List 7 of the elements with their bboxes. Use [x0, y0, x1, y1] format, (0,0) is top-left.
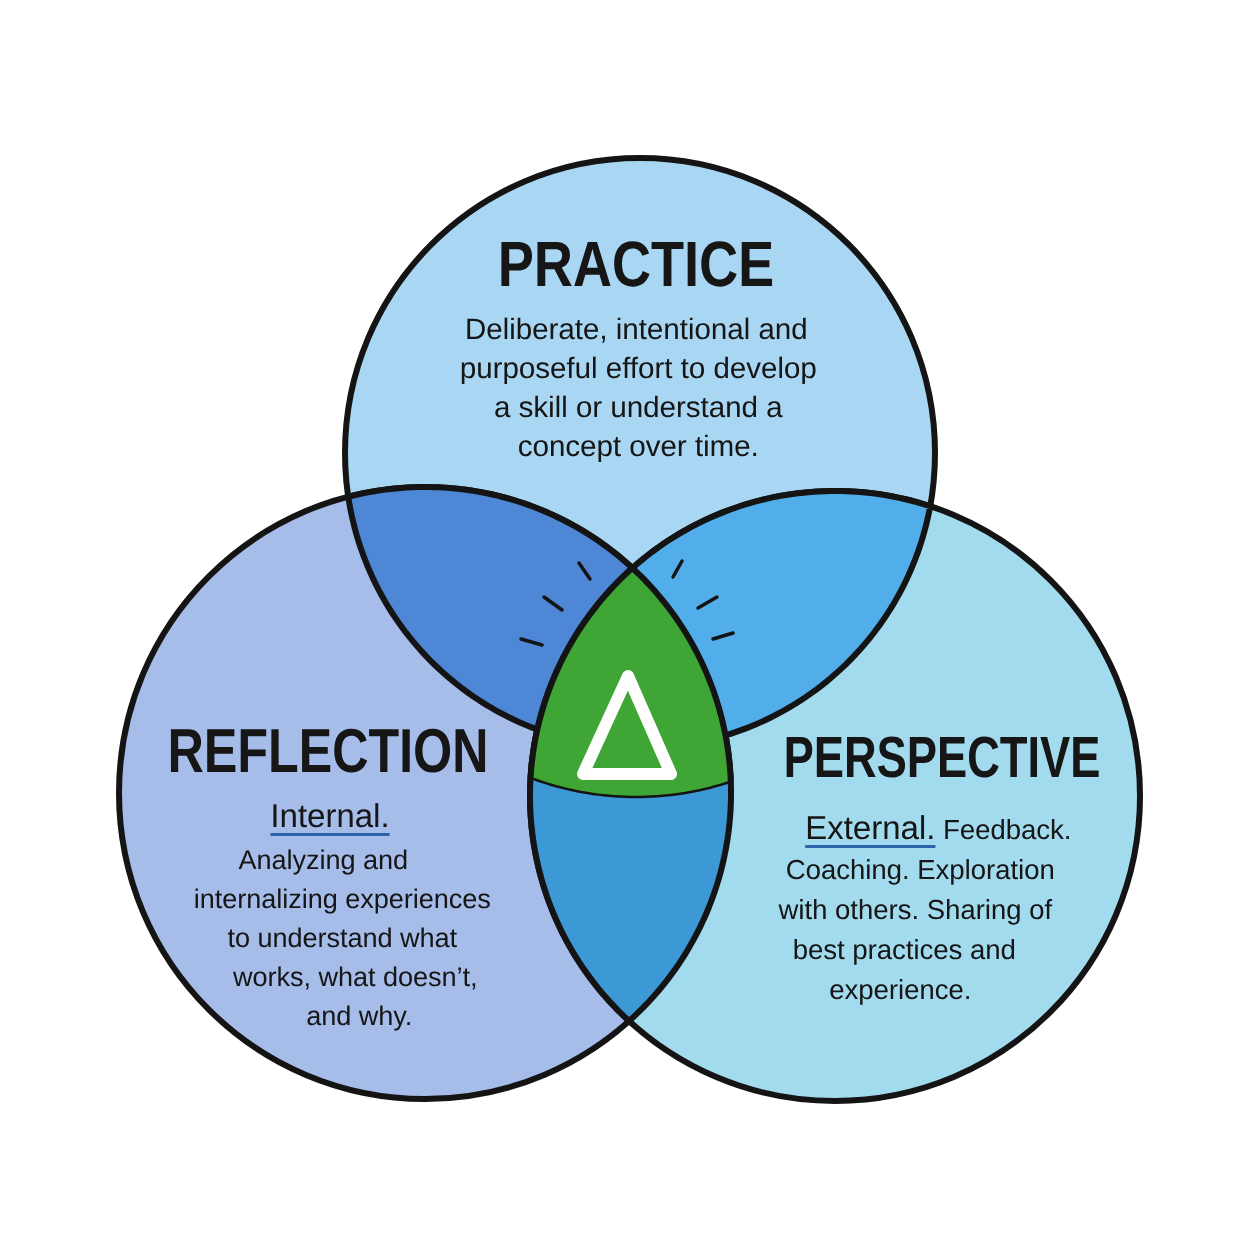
heading: PERSPECTIVE	[786, 736, 1099, 778]
underlined-word: Internal.	[270, 803, 390, 836]
heading: PRACTICE	[501, 241, 773, 287]
description-text: Deliberate, intentional and purposeful effort to develop a skill or understand a concept over time.	[461, 317, 816, 463]
heading: REFLECTION	[170, 728, 486, 773]
description-text: External. Feedback. Coaching. Exploration with others. Sharing of best practices and experience.	[778, 815, 1069, 1005]
description-text: Analyzing and internalizing experiences to understand what works, what doesn’t, and why.	[195, 849, 490, 1031]
